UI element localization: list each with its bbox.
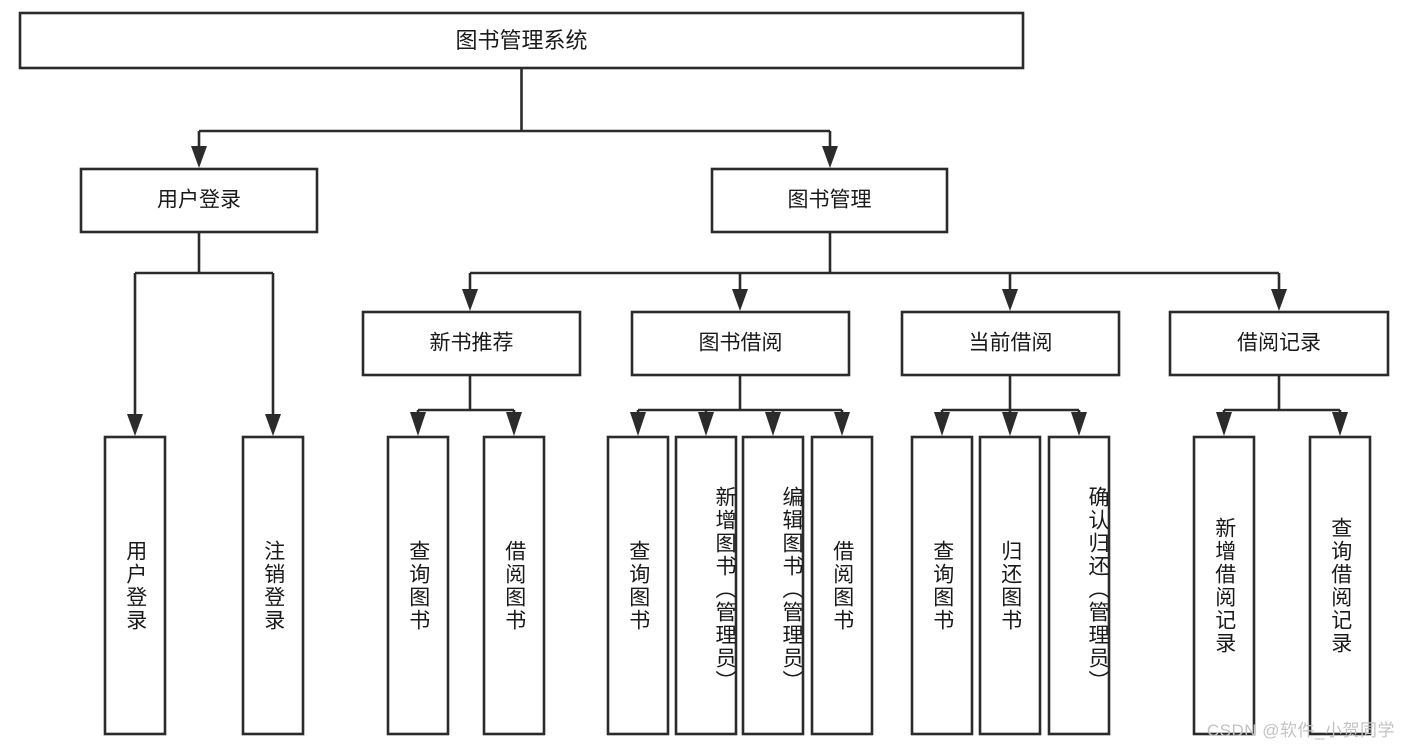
node-current-borrow[interactable]: 当前借阅 <box>900 310 1121 377</box>
arrowhead-borrow-book-1 <box>506 412 522 436</box>
node-user-login-box[interactable] <box>79 167 319 234</box>
node-edit-book-box[interactable] <box>741 435 805 736</box>
node-query-book-2-box[interactable] <box>606 435 670 736</box>
node-borrow-record[interactable]: 借阅记录 <box>1168 310 1390 377</box>
node-logout-box[interactable] <box>241 435 305 736</box>
arrowhead-user-login <box>191 146 207 168</box>
node-query-book-3-box[interactable] <box>910 435 974 736</box>
arrowhead-query-book-1 <box>410 412 426 436</box>
arrowhead-borrow-book-2 <box>834 412 850 436</box>
node-root-label: 图书管理系统 <box>455 28 587 53</box>
arrowhead-return-book <box>1002 412 1018 436</box>
arrowhead-logout <box>265 414 281 436</box>
node-add-borrow-record-box[interactable] <box>1192 435 1256 736</box>
watermark: CSDN @软件_小贺同学 <box>1206 721 1395 740</box>
arrowhead-query-book-3 <box>934 412 950 436</box>
arrowhead-confirm-return <box>1071 412 1087 436</box>
node-book-borrow-label: 图书借阅 <box>699 332 783 355</box>
node-query-book-1-box[interactable] <box>386 435 450 736</box>
arrowhead-login <box>127 414 143 436</box>
node-current-borrow-label: 当前借阅 <box>969 332 1053 355</box>
node-login-box[interactable] <box>103 435 167 736</box>
connector-group <box>127 68 1348 436</box>
node-query-borrow-record-box[interactable] <box>1308 435 1372 736</box>
node-add-book-box[interactable] <box>674 435 738 736</box>
node-borrow-book-2-box[interactable] <box>810 435 874 736</box>
arrowhead-borrow-record <box>1271 289 1287 311</box>
arrowhead-edit-book <box>765 412 781 436</box>
arrowhead-book-borrow <box>732 289 748 311</box>
node-borrow-record-box[interactable] <box>1168 310 1390 377</box>
node-new-book-recommend-box[interactable] <box>361 310 582 377</box>
node-current-borrow-box[interactable] <box>900 310 1121 377</box>
node-book-borrow-box[interactable] <box>630 310 851 377</box>
node-book-manage[interactable]: 图书管理 <box>710 167 949 234</box>
arrowhead-query-book-2 <box>630 412 646 436</box>
node-user-login-label: 用户登录 <box>157 189 241 212</box>
arrowhead-new-book-recommend <box>462 289 478 311</box>
arrowhead-current-borrow <box>1002 289 1018 311</box>
node-new-book-recommend-label: 新书推荐 <box>430 332 514 355</box>
node-borrow-record-label: 借阅记录 <box>1237 332 1321 355</box>
node-new-book-recommend[interactable]: 新书推荐 <box>361 310 582 377</box>
node-book-manage-label: 图书管理 <box>788 189 872 212</box>
leaf-box-group <box>103 435 1372 736</box>
node-user-login[interactable]: 用户登录 <box>79 167 319 234</box>
node-borrow-book-1-box[interactable] <box>482 435 546 736</box>
node-confirm-return-box[interactable] <box>1047 435 1111 736</box>
node-return-book-box[interactable] <box>978 435 1042 736</box>
arrowhead-add-borrow-record <box>1216 412 1232 436</box>
node-book-manage-box[interactable] <box>710 167 949 234</box>
node-book-borrow[interactable]: 图书借阅 <box>630 310 851 377</box>
arrowhead-query-borrow-record <box>1332 412 1348 436</box>
node-root-box[interactable] <box>18 11 1025 70</box>
node-root[interactable]: 图书管理系统 <box>18 11 1025 70</box>
arrowhead-add-book <box>698 412 714 436</box>
arrowhead-book-manage <box>822 146 838 168</box>
